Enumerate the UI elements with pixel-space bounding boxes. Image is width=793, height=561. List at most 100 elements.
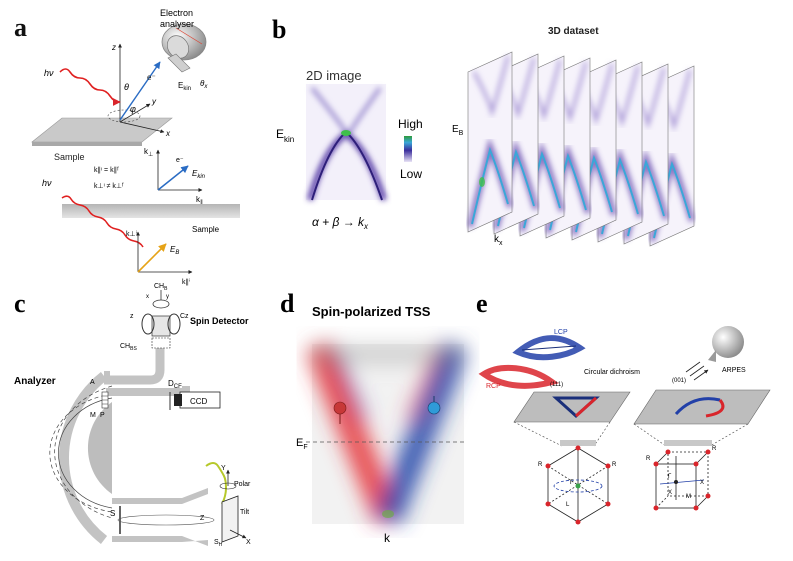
axis-y-label: Y: [221, 465, 226, 472]
l-label-e: L: [566, 502, 570, 508]
y-axis: [119, 103, 151, 123]
chb-label: CHB: [154, 283, 168, 292]
spin-detector: [141, 290, 181, 349]
axis-x-label: X: [246, 539, 251, 546]
colorbar: [404, 136, 412, 162]
sh-label: SH: [214, 539, 223, 548]
m-label-e: M: [686, 494, 691, 500]
phi-arc: [107, 109, 141, 123]
x-label-e2: X: [700, 480, 704, 486]
k-label: k: [384, 531, 391, 545]
circular-dichroism-label: Circular dichroism: [584, 369, 640, 376]
panel-d: d Spin-polarized TSS EF k: [280, 289, 469, 545]
cz-label: Cz: [180, 313, 189, 320]
spin-y-label: y: [166, 294, 169, 300]
trajectory-3: [58, 397, 113, 509]
panel-a: a Sample z x y φ θ hν e⁻ Electron analys…: [14, 8, 240, 286]
theta-label: θ: [124, 82, 129, 92]
kpar-label: k∥: [196, 195, 203, 206]
ef-label: EF: [296, 437, 308, 451]
m-label: M: [90, 412, 96, 419]
panel-d-letter: d: [280, 289, 295, 318]
spin-up-marker: [333, 401, 347, 424]
sample-plate: [31, 117, 173, 143]
electron-analyser: [161, 23, 207, 73]
rcp-label: RCP: [486, 383, 501, 390]
polar-label: Polar: [234, 481, 251, 488]
r-label-4: R: [712, 446, 717, 452]
photon-wave-b: [61, 195, 144, 248]
projection-plate-111: [560, 440, 596, 446]
photon-wave-a: [59, 68, 121, 106]
chbs-label: CHBS: [120, 343, 137, 352]
sample-label: Sample: [54, 152, 85, 162]
eb-label-b: EB: [452, 124, 464, 137]
ekin-vector: [157, 165, 189, 191]
colorbar-high: High: [398, 117, 423, 131]
sample2-label: Sample: [192, 225, 220, 234]
spin-arpes-map: [305, 341, 469, 525]
panel-e: e LCP RCP Circular dichroism (111) (001)…: [476, 289, 771, 525]
analyser-label-2: analyser: [160, 19, 194, 29]
phi-label: φ: [130, 104, 136, 114]
sample-slab: [62, 204, 240, 218]
projection-lines: [513, 421, 749, 447]
p-label: P: [100, 412, 105, 419]
transfer-column: [104, 338, 165, 385]
dcf-label: DCF: [168, 379, 182, 390]
bz-rhombo-points: [545, 445, 611, 525]
ekin-label-a: Ekin: [178, 81, 191, 92]
hv2-label: hν: [42, 178, 52, 188]
thetax-label: θx: [200, 79, 208, 90]
formula: α + β → kx: [312, 215, 369, 231]
panel-c-letter: c: [14, 289, 26, 318]
z-axis-label: z: [111, 43, 116, 52]
x-axis-c: [229, 529, 247, 539]
dichroism-map-001: [674, 397, 725, 418]
slit-s-label: S: [110, 509, 115, 518]
polar-arc: [219, 482, 237, 490]
spin-down-marker: [427, 396, 441, 415]
beam-path: [117, 514, 215, 526]
panel-e-letter: e: [476, 289, 488, 318]
arpes-slice: [467, 51, 513, 233]
colorbar-low: Low: [400, 167, 422, 181]
x-axis-label: x: [165, 129, 171, 138]
r-label-1: R: [538, 462, 543, 468]
ekin-vector-label: Ekin: [192, 169, 206, 180]
kx-label: kx: [494, 234, 503, 247]
lens-tube-bottom: [112, 536, 182, 542]
y-axis-label: y: [151, 97, 157, 106]
panel-a-letter: a: [14, 13, 27, 42]
sample-holder: [221, 495, 239, 543]
arpes-3d-slices: [467, 51, 695, 247]
ekin-label-b: Ekin: [276, 127, 294, 144]
gamma-label-2: Γ: [668, 474, 672, 480]
kperp-i-label: k⊥ⁱ: [126, 230, 137, 238]
r-label-2: R: [612, 462, 617, 468]
electron-arrows: [685, 361, 708, 381]
panel-b: b 2D image 3D dataset Ekin α + β → kx Hi…: [272, 15, 695, 247]
projection-plate-001: [664, 440, 712, 446]
rcp-helix: [478, 364, 559, 389]
a-label: A: [90, 379, 95, 386]
arpes-cone: [708, 350, 716, 362]
lens-taper-top: [182, 488, 208, 504]
arpes-label: ARPES: [722, 367, 746, 374]
trajectory-1: [49, 393, 113, 513]
analyser-label-1: Electron: [160, 8, 193, 18]
lens-tube-top: [112, 498, 182, 504]
face111-label: (111): [550, 382, 563, 388]
lcp-label: LCP: [554, 329, 568, 336]
panel-d-title: Spin-polarized TSS: [312, 304, 431, 319]
spin-x-label: x: [146, 294, 149, 300]
eq2: k⊥ᶦ ≠ k⊥ᶠ: [94, 183, 124, 190]
ccd-label: CCD: [190, 397, 208, 406]
spin-z-label: z: [130, 313, 134, 320]
lcp-helix: [512, 334, 586, 361]
ccd-lens: [174, 394, 182, 406]
x-label-e1: X: [668, 490, 672, 496]
bz-cubic: [655, 451, 709, 509]
arpes-2d-image: [306, 84, 387, 201]
